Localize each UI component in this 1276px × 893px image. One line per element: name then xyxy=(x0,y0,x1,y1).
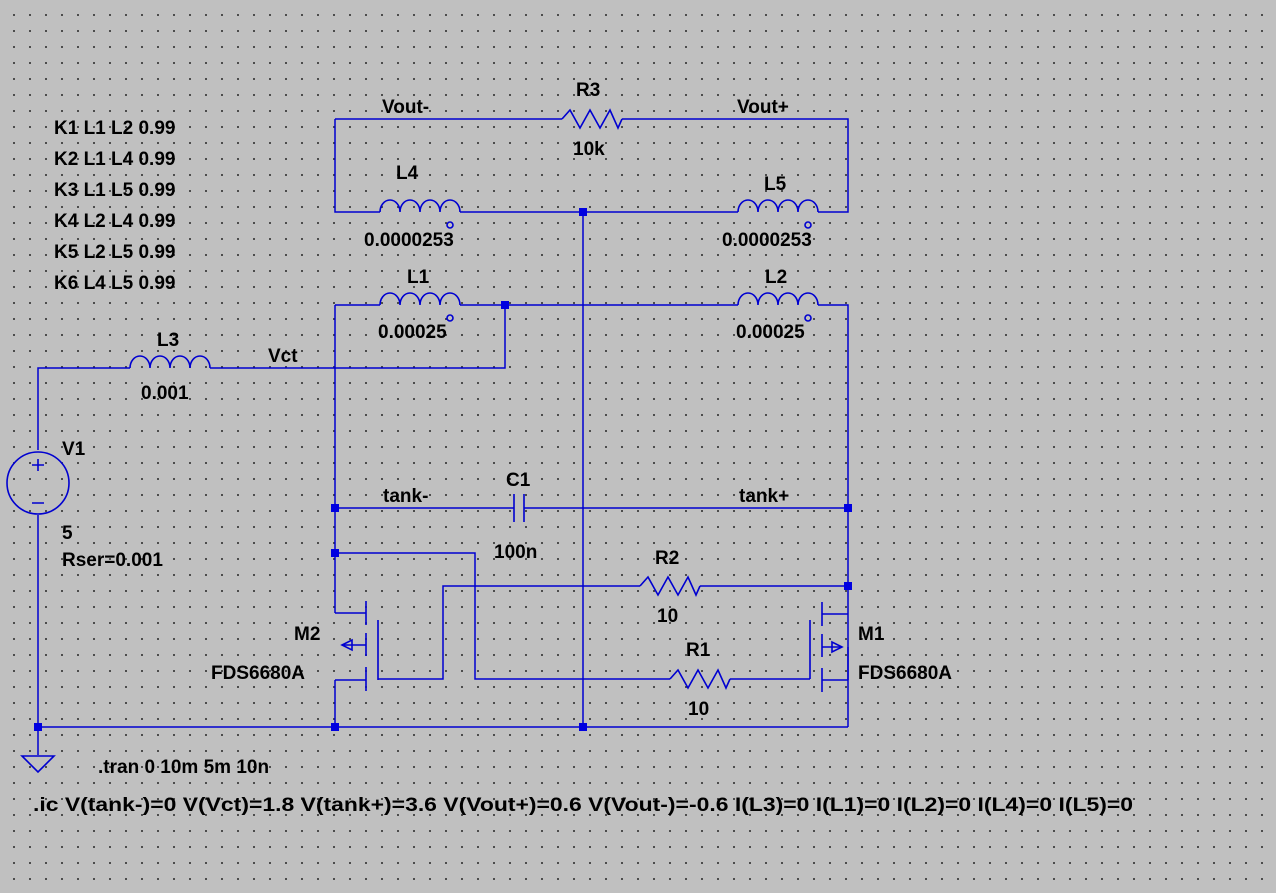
coupling-k4[interactable]: K4 L2 L4 0.99 xyxy=(54,211,175,232)
net-label-vout-minus: Vout- xyxy=(382,97,429,118)
l4-value: 0.0000253 xyxy=(364,230,454,251)
coupling-k3[interactable]: K3 L1 L5 0.99 xyxy=(54,180,175,201)
l1-name: L1 xyxy=(407,267,430,288)
resistor-r2[interactable] xyxy=(639,575,701,597)
tran-directive[interactable]: .tran 0 10m 5m 10n xyxy=(98,757,269,778)
l2-name: L2 xyxy=(765,267,787,288)
net-label-vout-plus: Vout+ xyxy=(737,97,789,118)
l4-name: L4 xyxy=(396,163,419,184)
r2-name: R2 xyxy=(655,548,679,569)
v1-rser: Rser=0.001 xyxy=(62,550,163,571)
r1-name: R1 xyxy=(686,640,711,661)
coupling-k6[interactable]: K6 L4 L5 0.99 xyxy=(54,273,175,294)
net-label-tank-plus: tank+ xyxy=(739,486,789,507)
l3-value: 0.001 xyxy=(141,383,189,404)
ic-directive[interactable]: .ic V(tank-)=0 V(Vct)=1.8 V(tank+)=3.6 V… xyxy=(33,795,1133,816)
r3-value: 10k xyxy=(573,139,605,160)
l3-name: L3 xyxy=(157,330,179,351)
c1-name: C1 xyxy=(506,470,531,491)
inductor-l5[interactable] xyxy=(737,199,819,229)
r3-name: R3 xyxy=(576,80,600,101)
v1-value: 5 xyxy=(62,523,73,544)
coupling-k5[interactable]: K5 L2 L5 0.99 xyxy=(54,242,175,263)
resistor-r1[interactable] xyxy=(669,668,731,690)
net-label-tank-minus: tank- xyxy=(383,486,428,507)
m2-name: M2 xyxy=(294,624,320,645)
r1-value: 10 xyxy=(688,699,709,720)
l5-value: 0.0000253 xyxy=(722,230,812,251)
m1-model: FDS6680A xyxy=(858,663,952,684)
inductor-l3[interactable] xyxy=(129,355,211,369)
ground-symbol[interactable] xyxy=(20,755,56,774)
v1-name: V1 xyxy=(62,439,86,460)
coupling-k2[interactable]: K2 L1 L4 0.99 xyxy=(54,149,175,170)
l5-name: L5 xyxy=(764,174,787,195)
m2-model: FDS6680A xyxy=(211,663,305,684)
junction-nodes xyxy=(34,208,852,731)
mosfet-m1[interactable] xyxy=(809,602,849,692)
net-label-vct: Vct xyxy=(268,346,298,367)
c1-value: 100n xyxy=(494,542,537,563)
inductor-l1[interactable] xyxy=(379,292,461,322)
inductor-l4[interactable] xyxy=(379,199,461,229)
capacitor-c1[interactable] xyxy=(513,494,525,522)
resistor-r3[interactable] xyxy=(561,108,623,130)
coupling-k1[interactable]: K1 L1 L2 0.99 xyxy=(54,118,175,139)
m1-name: M1 xyxy=(858,624,885,645)
inductor-l2[interactable] xyxy=(737,292,819,322)
l1-value: 0.00025 xyxy=(378,322,447,343)
r2-value: 10 xyxy=(657,606,678,627)
l2-value: 0.00025 xyxy=(736,322,805,343)
mosfet-m2[interactable] xyxy=(335,601,379,691)
voltage-source-v1[interactable] xyxy=(6,451,70,515)
